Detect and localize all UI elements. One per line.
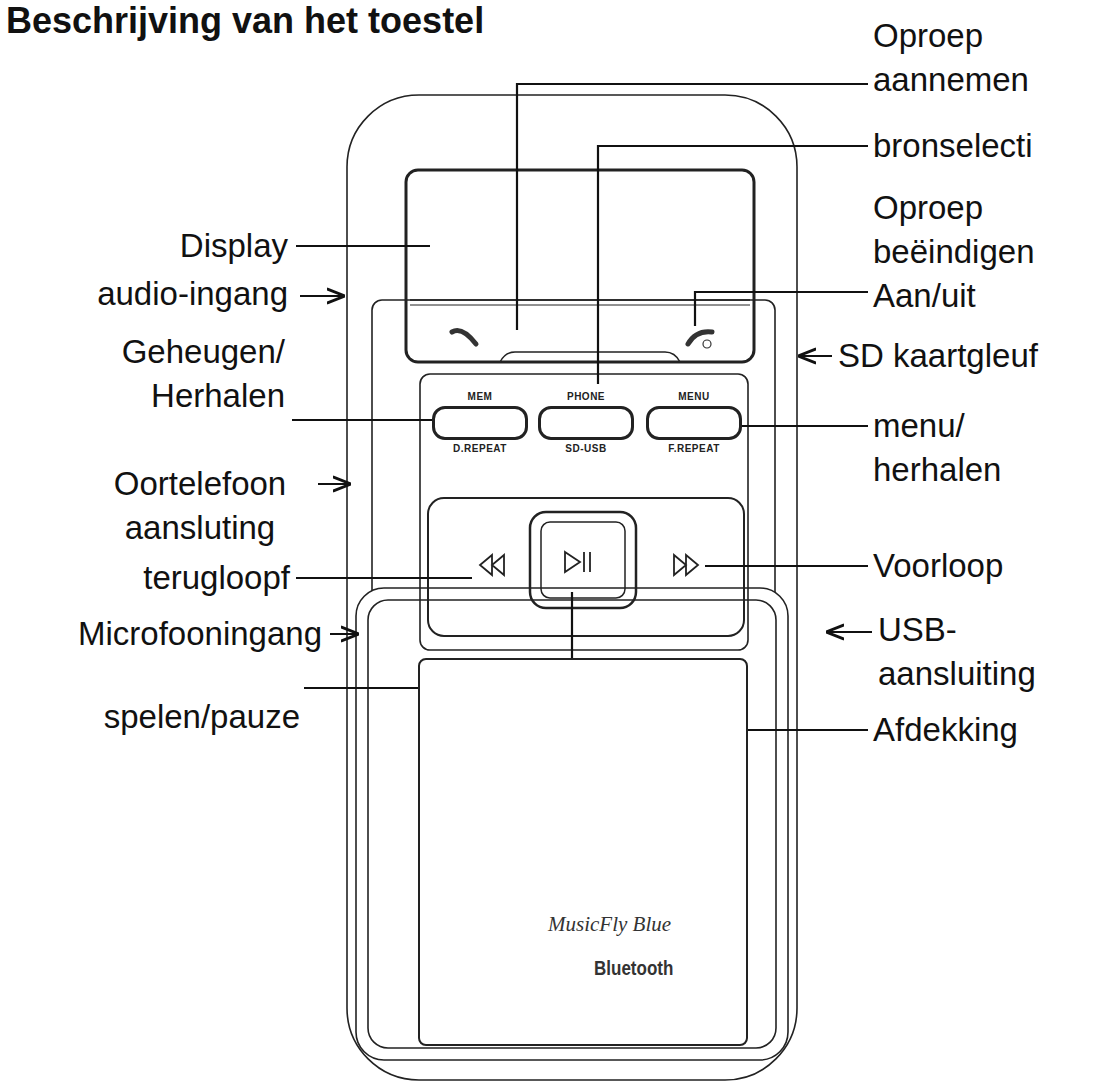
pointer-arrows <box>300 296 872 634</box>
leader-lines <box>292 84 868 730</box>
part-label: Microfooningang <box>78 612 322 656</box>
part-label: spelen/pauze <box>104 695 300 739</box>
keypad-panel <box>420 374 748 650</box>
part-label: Voorloop <box>873 544 1003 588</box>
part-label: Oproep aannemen <box>873 14 1073 102</box>
call-icons <box>452 331 712 349</box>
part-label: Oortelefoon aansluting <box>95 462 305 550</box>
part-label: terugloopf <box>143 556 290 600</box>
key-legend: PHONE <box>567 391 605 402</box>
brand-text: MusicFly Blue <box>548 912 671 937</box>
key-legend: MEM <box>468 391 493 402</box>
cover-panel: MusicFly BlueBluetooth <box>418 658 748 1046</box>
part-label: Display <box>180 224 288 268</box>
part-label: Geheugen/ Herhalen <box>105 330 285 418</box>
brand-text: Bluetooth <box>594 957 673 980</box>
part-label: menu/ herhalen <box>873 404 1023 492</box>
key-button: MENUF.REPEAT <box>646 406 742 440</box>
part-label: SD kaartgleuf <box>838 334 1038 378</box>
key-legend: SD-USB <box>565 443 606 454</box>
device-housing <box>347 95 797 1080</box>
transport-keys <box>428 498 744 636</box>
key-legend: D.REPEAT <box>453 443 507 454</box>
part-label: Afdekking <box>873 708 1018 752</box>
display-window <box>406 170 754 362</box>
part-label: Oproep beëindigen <box>873 186 1073 274</box>
key-button: PHONESD-USB <box>538 406 634 440</box>
key-legend: MENU <box>678 391 709 402</box>
part-label: bronselecti <box>873 124 1033 168</box>
page-title: Beschrijving van het toestel <box>6 0 484 42</box>
part-label: audio-ingang <box>97 272 288 316</box>
key-legend: F.REPEAT <box>668 443 720 454</box>
part-label: Aan/uit <box>873 274 976 318</box>
key-button: MEMD.REPEAT <box>432 406 528 440</box>
part-label: USB- aansluiting <box>878 608 1078 696</box>
